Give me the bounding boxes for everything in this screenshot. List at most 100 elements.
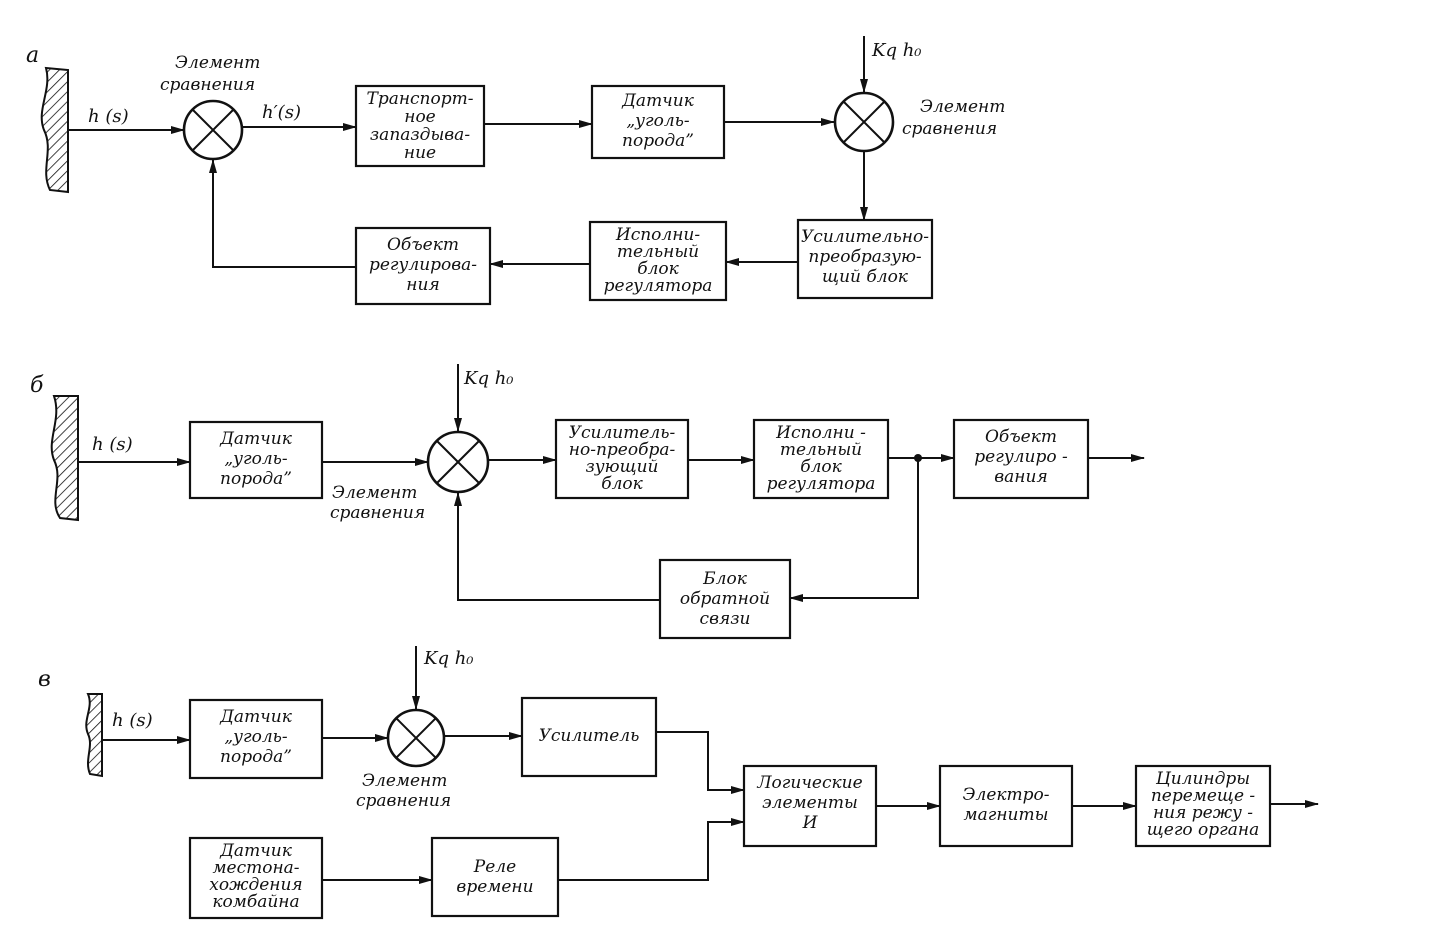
- panel-b-object-text-2: регулиро -: [974, 447, 1068, 467]
- panel-a-cmp2-label-2: сравнения: [902, 119, 997, 139]
- panel-b-actuator-text-3: блок: [800, 457, 842, 477]
- panel-v-signal-in: h (s): [112, 710, 153, 731]
- panel-b-source-wall: [50, 395, 79, 522]
- panel-v-cylinders-text-3: ния режу -: [1153, 803, 1253, 823]
- panel-a-letter: а: [26, 43, 39, 68]
- panel-a-cmp1-label-2: сравнения: [160, 75, 255, 95]
- panel-a-sensor-text-3: порода”: [622, 131, 694, 151]
- panel-b-feedback-block: [658, 558, 792, 640]
- panel-v-letter: в: [38, 667, 51, 692]
- panel-v-relay-text-1: Реле: [473, 857, 516, 877]
- panel-v-amplifier-block: [520, 696, 658, 778]
- panel-b-feedback-to-cmp: [454, 492, 660, 601]
- panel-a-object-text-2: регулирова-: [369, 255, 477, 275]
- panel-b-amplifier-text-4: блок: [601, 474, 643, 494]
- panel-v-location-sensor-block: [188, 836, 324, 920]
- panel-a-actuator-text-2: тельный: [617, 242, 699, 262]
- panel-a-actuator-block: [588, 220, 728, 302]
- panel-b-cmp-label-1: Элемент: [332, 483, 417, 503]
- panel-v-location-sensor-text-4: комбайна: [212, 892, 299, 912]
- panel-a-sensor-text-1: Датчик: [621, 91, 695, 111]
- panel-b-object-text-3: вания: [994, 467, 1047, 487]
- panel-v-relay-text-2: времени: [456, 877, 533, 897]
- panel-v-logic-text-1: Логические: [756, 773, 862, 793]
- panel-v-logic-block: [742, 764, 878, 848]
- panel-a-cmp2-label-1: Элемент: [920, 97, 1005, 117]
- panel-a-actuator-text-4: регулятора: [604, 276, 713, 296]
- panel-a-transport-text-1: Транспорт-: [366, 89, 473, 109]
- panel-v: в h (s) Датчик „уголь- порода” Kq h₀ Эле…: [38, 646, 1319, 920]
- panel-b-cmp-label-2: сравнения: [330, 503, 425, 523]
- panel-a-amplifier-block: [796, 218, 934, 300]
- panel-v-electromagnets-text-2: магниты: [964, 805, 1049, 825]
- panel-v-location-sensor-text-2: местона-: [212, 858, 299, 878]
- panel-a-transport-text-2: ное: [404, 107, 436, 127]
- panel-a-actuator-text-3: блок: [637, 259, 679, 279]
- panel-b-k-label: Kq h₀: [463, 368, 514, 389]
- panel-b-feedback-text-2: обратной: [680, 589, 770, 609]
- panel-a-cmp1-label-1: Элемент: [175, 53, 260, 73]
- panel-b-sensor-text-3: порода”: [220, 469, 292, 489]
- panel-v-electromagnets-text-1: Электро-: [962, 785, 1049, 805]
- panel-v-location-sensor-text-3: хождения: [209, 875, 302, 895]
- panel-a-object-text-1: Объект: [387, 235, 459, 255]
- panel-b-comparator: [426, 430, 490, 494]
- panel-b: б h (s) Датчик „уголь- порода” Элемент с…: [30, 364, 1145, 640]
- panel-v-cylinders-text-2: перемеще -: [1151, 786, 1256, 806]
- panel-a-comparator-1: [182, 99, 244, 161]
- panel-a-transport-block: [354, 84, 486, 168]
- panel-b-sensor-text-1: Датчик: [219, 429, 293, 449]
- panel-v-cmp-label-1: Элемент: [362, 771, 447, 791]
- panel-b-letter: б: [30, 373, 44, 398]
- panel-b-sensor-text-2: „уголь-: [224, 449, 288, 469]
- panel-a-k-label: Kq h₀: [871, 40, 922, 61]
- panel-v-sensor-text-3: порода”: [220, 747, 292, 767]
- panel-v-cmp-label-2: сравнения: [356, 791, 451, 811]
- panel-a-source-wall: [40, 66, 69, 194]
- panel-b-object-block: [952, 418, 1090, 500]
- panel-b-feedback-text-1: Блок: [702, 569, 748, 589]
- panel-b-feedback-text-3: связи: [700, 609, 751, 629]
- panel-b-object-text-1: Объект: [985, 427, 1057, 447]
- panel-v-electromagnets-block: [938, 764, 1074, 848]
- panel-a-feedback-line: [209, 159, 356, 268]
- panel-b-actuator-text-2: тельный: [780, 440, 862, 460]
- panel-v-cylinders-text-4: щего органа: [1147, 820, 1259, 840]
- panel-a-signal-in: h (s): [88, 106, 129, 127]
- panel-a-sensor-text-2: „уголь-: [626, 111, 690, 131]
- panel-v-cylinders-text-1: Цилиндры: [1155, 769, 1250, 789]
- panel-a-amplifier-text-1: Усилительно-: [801, 227, 929, 247]
- panel-b-actuator-block: [752, 418, 890, 500]
- panel-a-object-block: [354, 226, 492, 306]
- panel-b-actuator-text-4: регулятора: [767, 474, 876, 494]
- panel-v-logic-text-2: элементы: [762, 793, 858, 813]
- panel-a-transport-text-4: ние: [404, 143, 436, 163]
- panel-b-sensor-block: [188, 420, 324, 500]
- panel-a-actuator-text-1: Исполни-: [615, 225, 701, 245]
- panel-v-location-sensor-text-1: Датчик: [219, 841, 293, 861]
- panel-a-comparator-2: [833, 91, 895, 153]
- panel-v-cylinders-block: [1134, 764, 1272, 848]
- panel-b-actuator-text-1: Исполни -: [775, 423, 866, 443]
- panel-v-sensor-text-1: Датчик: [219, 707, 293, 727]
- panel-b-feedback-to-block: [789, 458, 919, 602]
- panel-a-amplifier-text-2: преобразую-: [808, 247, 922, 267]
- panel-v-sensor-text-2: „уголь-: [224, 727, 288, 747]
- panel-b-amplifier-block: [554, 418, 690, 500]
- panel-a: а h (s) Элемент сравнения h′(s) Транспор…: [26, 36, 1005, 306]
- panel-a-object-text-3: ния: [406, 275, 439, 295]
- panel-b-amplifier-text-3: зующий: [585, 457, 658, 477]
- panel-v-arrow-amp-to-logic: [656, 731, 745, 794]
- panel-v-comparator: [386, 708, 446, 768]
- panel-a-transport-text-3: запаздыва-: [370, 125, 470, 145]
- panel-v-relay-block: [430, 836, 560, 918]
- panel-b-amplifier-text-1: Усилитель-: [569, 423, 676, 443]
- panel-v-arrow-relay-to-logic: [558, 818, 745, 881]
- panel-v-logic-text-3: И: [802, 813, 819, 833]
- panel-v-amplifier-text: Усилитель: [539, 726, 640, 746]
- panel-v-k-label: Kq h₀: [423, 648, 474, 669]
- panel-v-source-wall: [85, 693, 103, 778]
- panel-a-amplifier-text-3: щий блок: [822, 267, 909, 287]
- panel-b-amplifier-text-2: но-преобра-: [569, 440, 676, 460]
